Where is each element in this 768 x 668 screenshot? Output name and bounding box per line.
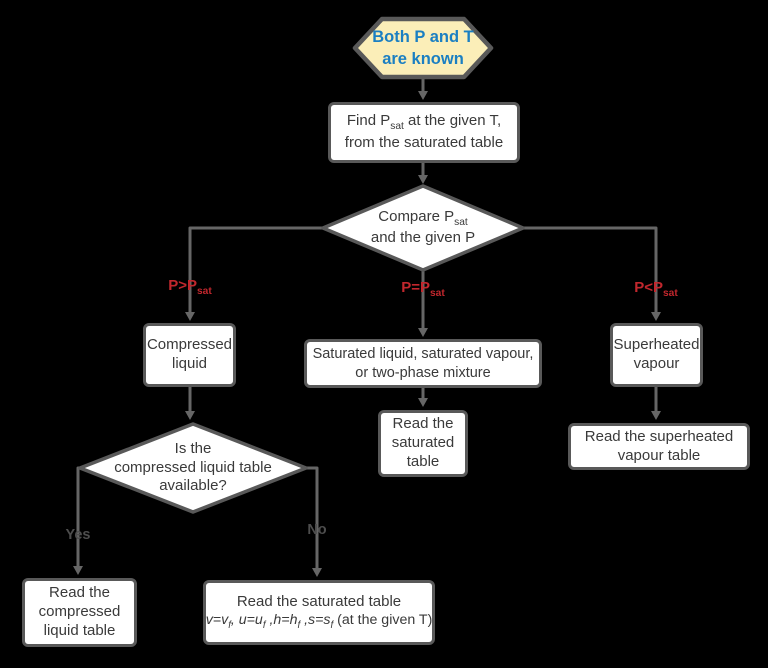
- node-text-line: Compare Psat: [378, 208, 467, 230]
- subscript-f: f: [330, 619, 334, 631]
- node-text-line: Read the: [49, 584, 110, 602]
- arrow-head-icon: [418, 398, 428, 407]
- node-text-line: and the given P: [370, 229, 476, 247]
- node-text-line: table: [406, 452, 440, 470]
- compare-diamond: [321, 184, 525, 272]
- node-text-line: compressed liquid table: [114, 458, 272, 476]
- arrow-head-icon: [651, 312, 661, 321]
- node-text-line: are known: [382, 50, 464, 68]
- node-text-line: vapour: [633, 355, 680, 372]
- node-text-line: Compressed: [146, 336, 233, 354]
- node-start: Both P and T are known: [355, 19, 491, 77]
- arrow-head-icon: [418, 175, 428, 184]
- arrow-head-icon: [73, 566, 83, 575]
- text-run: ,s=s: [300, 611, 331, 628]
- text-run: v=v: [205, 611, 229, 628]
- text-run: P<P: [634, 279, 664, 296]
- arrow-head-icon: [651, 411, 661, 420]
- node-text-line: compressed: [38, 603, 121, 621]
- node-text-line: Read the saturated table: [236, 593, 402, 611]
- arrow-head-icon: [185, 411, 195, 420]
- node-text-line: Read the superheated: [584, 427, 734, 445]
- arrow-head-icon: [418, 91, 428, 100]
- node-text-line: saturated: [391, 434, 455, 452]
- node-text-line: Superheated: [613, 336, 700, 354]
- node-compare: Compare Psat and the given P: [333, 196, 513, 260]
- node-clt-available: Is the compressed liquid table available…: [103, 434, 283, 502]
- subscript-sat: sat: [663, 288, 678, 299]
- subscript-sat: sat: [390, 121, 404, 133]
- node-text-line: Both P and T: [372, 27, 474, 46]
- node-equation-line: v=vf, u=uf ,h=hf ,s=sf (at the given T): [206, 612, 433, 632]
- node-read-saturated-table: Read the saturated table: [378, 410, 468, 477]
- arrow-head-icon: [312, 568, 322, 577]
- subscript-sat: sat: [197, 286, 212, 297]
- connector-question-yes: [76, 466, 80, 566]
- connector-question-no: [306, 466, 319, 568]
- connector-compare-to-superheated: [523, 226, 658, 312]
- text-run: ,h=h: [265, 611, 298, 628]
- node-text-line: Is the: [174, 439, 212, 457]
- subscript-f: f: [262, 619, 266, 631]
- text-run: (at the given T): [333, 611, 433, 628]
- node-text-line: vapour table: [617, 446, 701, 464]
- edge-label-p-greater: P>Psat: [145, 278, 235, 297]
- subscript-f: f: [297, 619, 301, 631]
- node-text-line: liquid table: [43, 621, 116, 639]
- node-text-line: or two-phase mixture: [355, 364, 491, 381]
- node-text-line: available?: [159, 477, 227, 495]
- text-run: at the given T,: [403, 112, 502, 130]
- node-text-line: Saturated liquid, saturated vapour,: [312, 346, 534, 363]
- node-read-saturated-table-f: Read the saturated table v=vf, u=uf ,h=h…: [203, 580, 435, 645]
- connector-compare-to-compressed: [188, 226, 323, 312]
- start-hexagon: [352, 16, 494, 80]
- edge-label-yes: Yes: [65, 527, 91, 543]
- subscript-f: f: [228, 619, 231, 631]
- node-superheated-vapour: Superheated vapour: [610, 323, 703, 387]
- node-find-psat: Find Psat at the given T, from the satur…: [328, 102, 520, 163]
- text-run: , u=u: [230, 611, 263, 628]
- question-diamond: [78, 422, 308, 514]
- text-run: P=P: [401, 279, 431, 296]
- node-text-line: liquid: [171, 355, 208, 372]
- node-compressed-liquid: Compressed liquid: [143, 323, 236, 387]
- edge-label-no: No: [307, 522, 327, 538]
- node-text-line: Read the: [392, 415, 454, 433]
- node-saturated-mixture: Saturated liquid, saturated vapour, or t…: [304, 339, 542, 388]
- subscript-sat: sat: [454, 216, 468, 228]
- node-read-superheated-table: Read the superheated vapour table: [568, 423, 750, 470]
- edge-label-p-less: P<Psat: [611, 280, 701, 299]
- edge-label-p-equal: P=Psat: [378, 280, 468, 299]
- arrow-head-icon: [185, 312, 195, 321]
- subscript-sat: sat: [430, 288, 445, 299]
- arrow-head-icon: [418, 328, 428, 337]
- text-run: P>P: [168, 277, 198, 294]
- node-text-line: from the saturated table: [344, 133, 504, 151]
- text-run: Find P: [346, 112, 391, 130]
- text-run: Compare P: [378, 207, 455, 225]
- node-read-compressed-table: Read the compressed liquid table: [22, 578, 137, 647]
- node-text-line: Find Psat at the given T,: [347, 112, 501, 134]
